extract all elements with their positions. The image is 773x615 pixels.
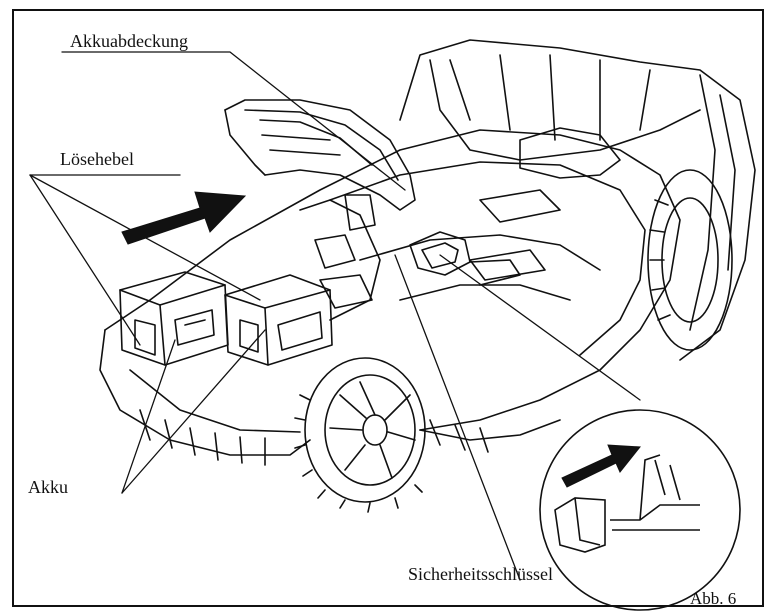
mower-deck <box>99 129 681 466</box>
detail-arrow <box>561 444 641 488</box>
insert-arrow <box>121 191 247 245</box>
figure-number: Abb. 6 <box>690 589 737 608</box>
battery-compartment <box>299 194 381 321</box>
front-wheel <box>294 357 426 513</box>
rear-wheel <box>647 169 733 351</box>
label-battery-cover: Akkuabdeckung <box>70 31 188 51</box>
battery-cover <box>224 99 416 211</box>
label-battery: Akku <box>28 477 68 497</box>
detail-circle <box>539 409 741 611</box>
safety-key-slot <box>409 231 521 286</box>
battery-right <box>224 274 333 366</box>
grass-box <box>399 39 756 361</box>
label-release-lever: Lösehebel <box>60 149 134 169</box>
label-safety-key: Sicherheitsschlüssel <box>408 564 553 584</box>
battery-left <box>119 271 229 366</box>
